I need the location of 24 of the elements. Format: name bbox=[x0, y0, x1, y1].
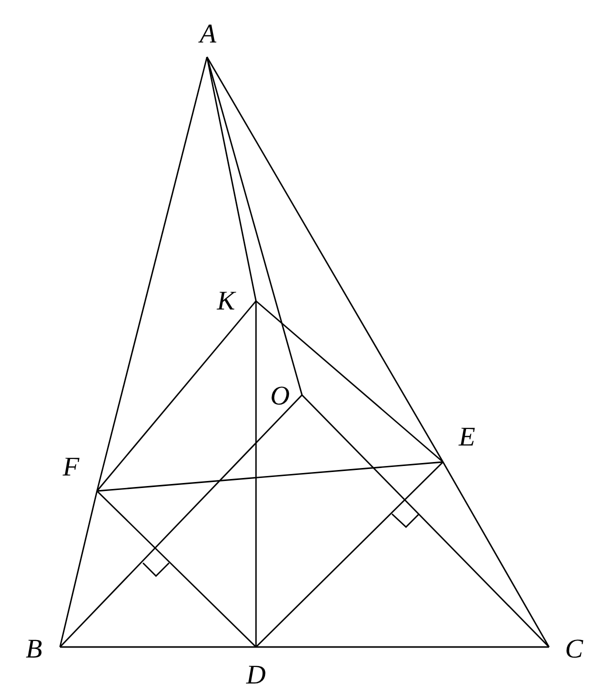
line-segment bbox=[96, 461, 444, 492]
line-segment bbox=[96, 56, 208, 492]
point-label: D bbox=[246, 662, 266, 688]
line-segment bbox=[256, 646, 549, 648]
point-label: C bbox=[565, 636, 583, 662]
point-label: B bbox=[26, 636, 42, 662]
point-label: O bbox=[270, 382, 290, 410]
point-label: E bbox=[458, 424, 476, 450]
line-segment bbox=[255, 301, 257, 647]
point-label: A bbox=[200, 20, 216, 48]
line-segment bbox=[60, 646, 256, 648]
line-segment bbox=[256, 462, 444, 648]
line-segment bbox=[442, 462, 550, 648]
line-segment bbox=[302, 394, 550, 648]
line-segment bbox=[96, 300, 257, 492]
line-segment bbox=[96, 490, 256, 648]
line-segment bbox=[206, 56, 303, 396]
line-segment bbox=[59, 490, 98, 648]
point-label: K bbox=[217, 288, 235, 314]
line-segment bbox=[256, 300, 444, 463]
point-label: F bbox=[62, 454, 80, 480]
line-segment bbox=[206, 56, 444, 462]
line-segment bbox=[206, 56, 257, 302]
line-segment bbox=[60, 394, 302, 648]
